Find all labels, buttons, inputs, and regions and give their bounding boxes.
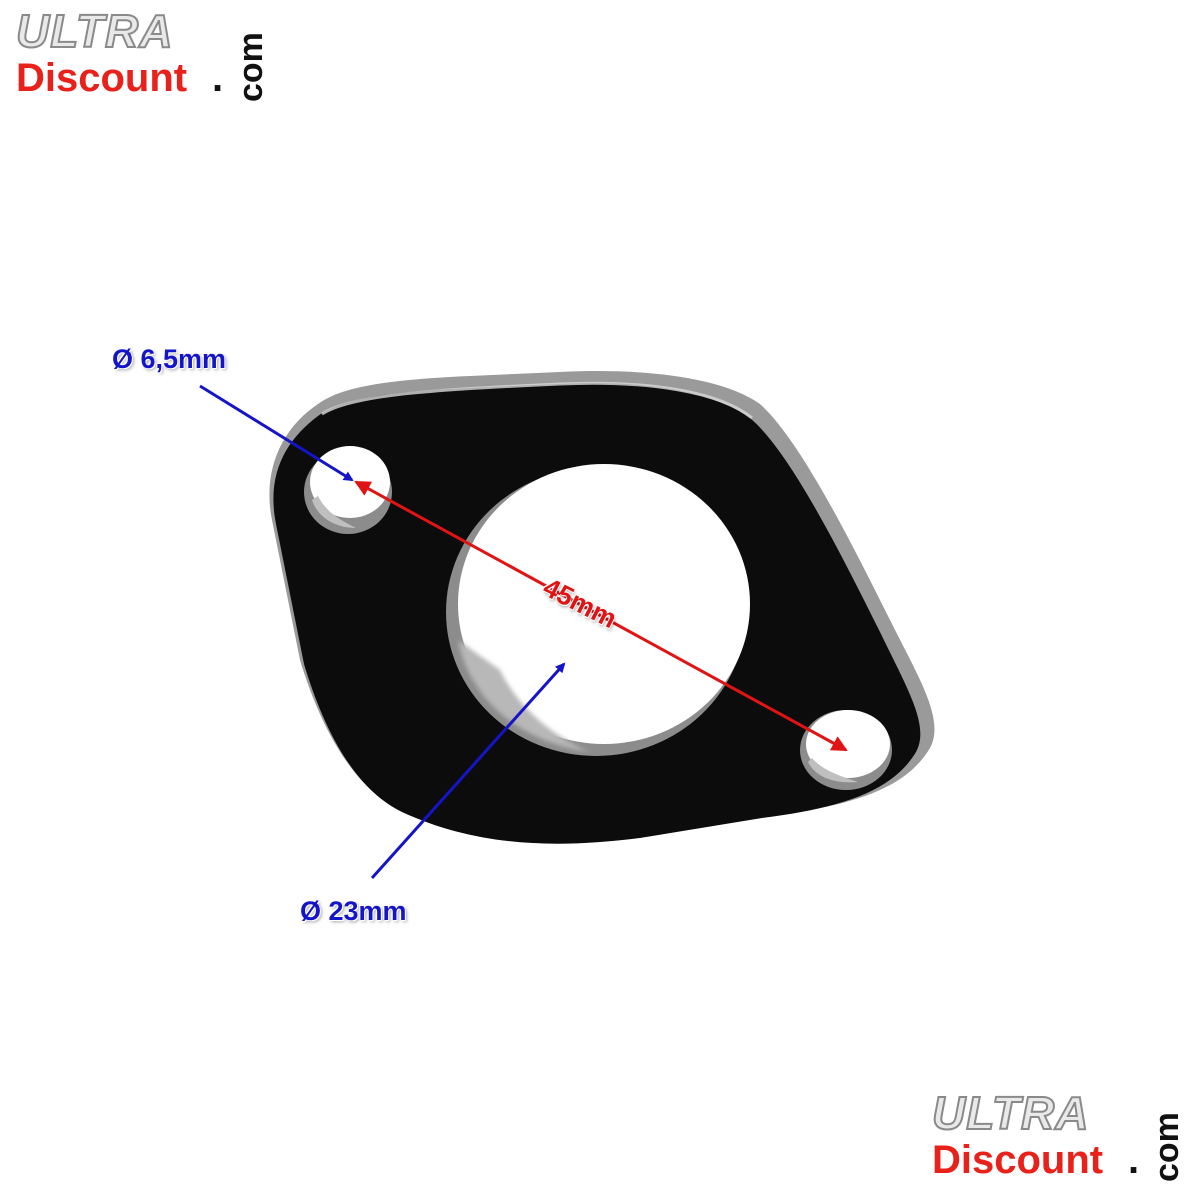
logo-dot: .: [212, 56, 224, 100]
left-hole-shadow: [312, 496, 356, 528]
bore-diameter-text: Ø 23mm: [300, 896, 407, 926]
gasket-edge-highlight: [321, 381, 753, 420]
ultra-discount-logo-top: ULTRA Discount . com: [15, 5, 276, 118]
logo-discount-text: Discount: [932, 1138, 1104, 1182]
bore-diameter-label: Ø 23mm: [300, 896, 407, 927]
hole-diameter-label: Ø 6,5mm: [112, 344, 226, 375]
logo-ultra-text: ULTRA: [931, 1087, 1090, 1139]
logo-dot: .: [1128, 1138, 1140, 1182]
right-hole-shadow: [808, 758, 858, 783]
logo-com-text: com: [1148, 1112, 1186, 1182]
hole-diameter-text: Ø 6,5mm: [112, 344, 227, 374]
hole-spacing-arrow: [354, 480, 848, 752]
ultra-discount-logo-bottom: ULTRA Discount . com: [931, 1087, 1192, 1200]
logo-discount-text: Discount: [16, 56, 188, 100]
logo-ultra-text: ULTRA: [15, 5, 174, 57]
hole-diameter-arrow: [199, 384, 354, 482]
